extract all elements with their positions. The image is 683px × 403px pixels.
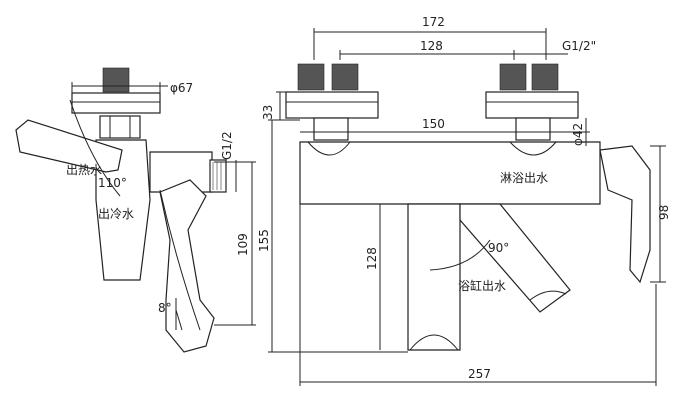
front-flange-right bbox=[485, 91, 579, 119]
front-knurled-nut-3 bbox=[499, 63, 527, 91]
side-flange-plate bbox=[71, 92, 161, 114]
front-vertical-pipe bbox=[407, 203, 461, 351]
side-connector bbox=[99, 115, 141, 139]
front-knurled-nut-1 bbox=[297, 63, 325, 91]
front-view: 172 128 G1/2" 33 150 φ42 155 128 98 bbox=[257, 15, 671, 386]
side-thread bbox=[209, 159, 227, 193]
dim-110deg: 110° bbox=[98, 176, 127, 190]
dim-g12-side: G1/2 bbox=[220, 131, 234, 160]
dim-128-vert: 128 bbox=[365, 247, 379, 270]
label-hot-water: 出热水 bbox=[66, 163, 102, 177]
label-bath-outlet: 浴缸出水 bbox=[458, 278, 506, 293]
dim-172: 172 bbox=[422, 15, 445, 29]
front-connector-right bbox=[515, 117, 551, 141]
front-bath-spout bbox=[459, 203, 571, 313]
front-main-body bbox=[299, 141, 601, 205]
front-knurled-nut-4 bbox=[531, 63, 559, 91]
dim-8deg: 8° bbox=[158, 301, 172, 315]
dim-phi67: φ67 bbox=[170, 81, 193, 95]
dim-90deg: 90° bbox=[488, 241, 509, 255]
dim-109: 109 bbox=[236, 233, 250, 256]
dim-98: 98 bbox=[657, 205, 671, 220]
label-cold-water: 出冷水 bbox=[98, 207, 134, 221]
side-view: φ67 G1/2 109 8° 出热水 110° 出冷水 bbox=[15, 67, 256, 353]
dim-128-top: 128 bbox=[420, 39, 443, 53]
front-knurled-nut-2 bbox=[331, 63, 359, 91]
side-valve-body bbox=[95, 139, 151, 281]
dim-33: 33 bbox=[261, 105, 275, 120]
dim-150: 150 bbox=[422, 117, 445, 131]
side-knurled-nut bbox=[102, 67, 130, 93]
front-handle bbox=[599, 145, 651, 284]
dim-155: 155 bbox=[257, 229, 271, 252]
dim-phi42: φ42 bbox=[571, 123, 585, 146]
front-connector-left bbox=[313, 117, 349, 141]
label-shower-outlet: 淋浴出水 bbox=[500, 171, 548, 185]
dim-g12-top: G1/2" bbox=[562, 39, 596, 53]
dim-257: 257 bbox=[468, 367, 491, 381]
front-flange-left bbox=[285, 91, 379, 119]
side-spout bbox=[159, 179, 215, 353]
